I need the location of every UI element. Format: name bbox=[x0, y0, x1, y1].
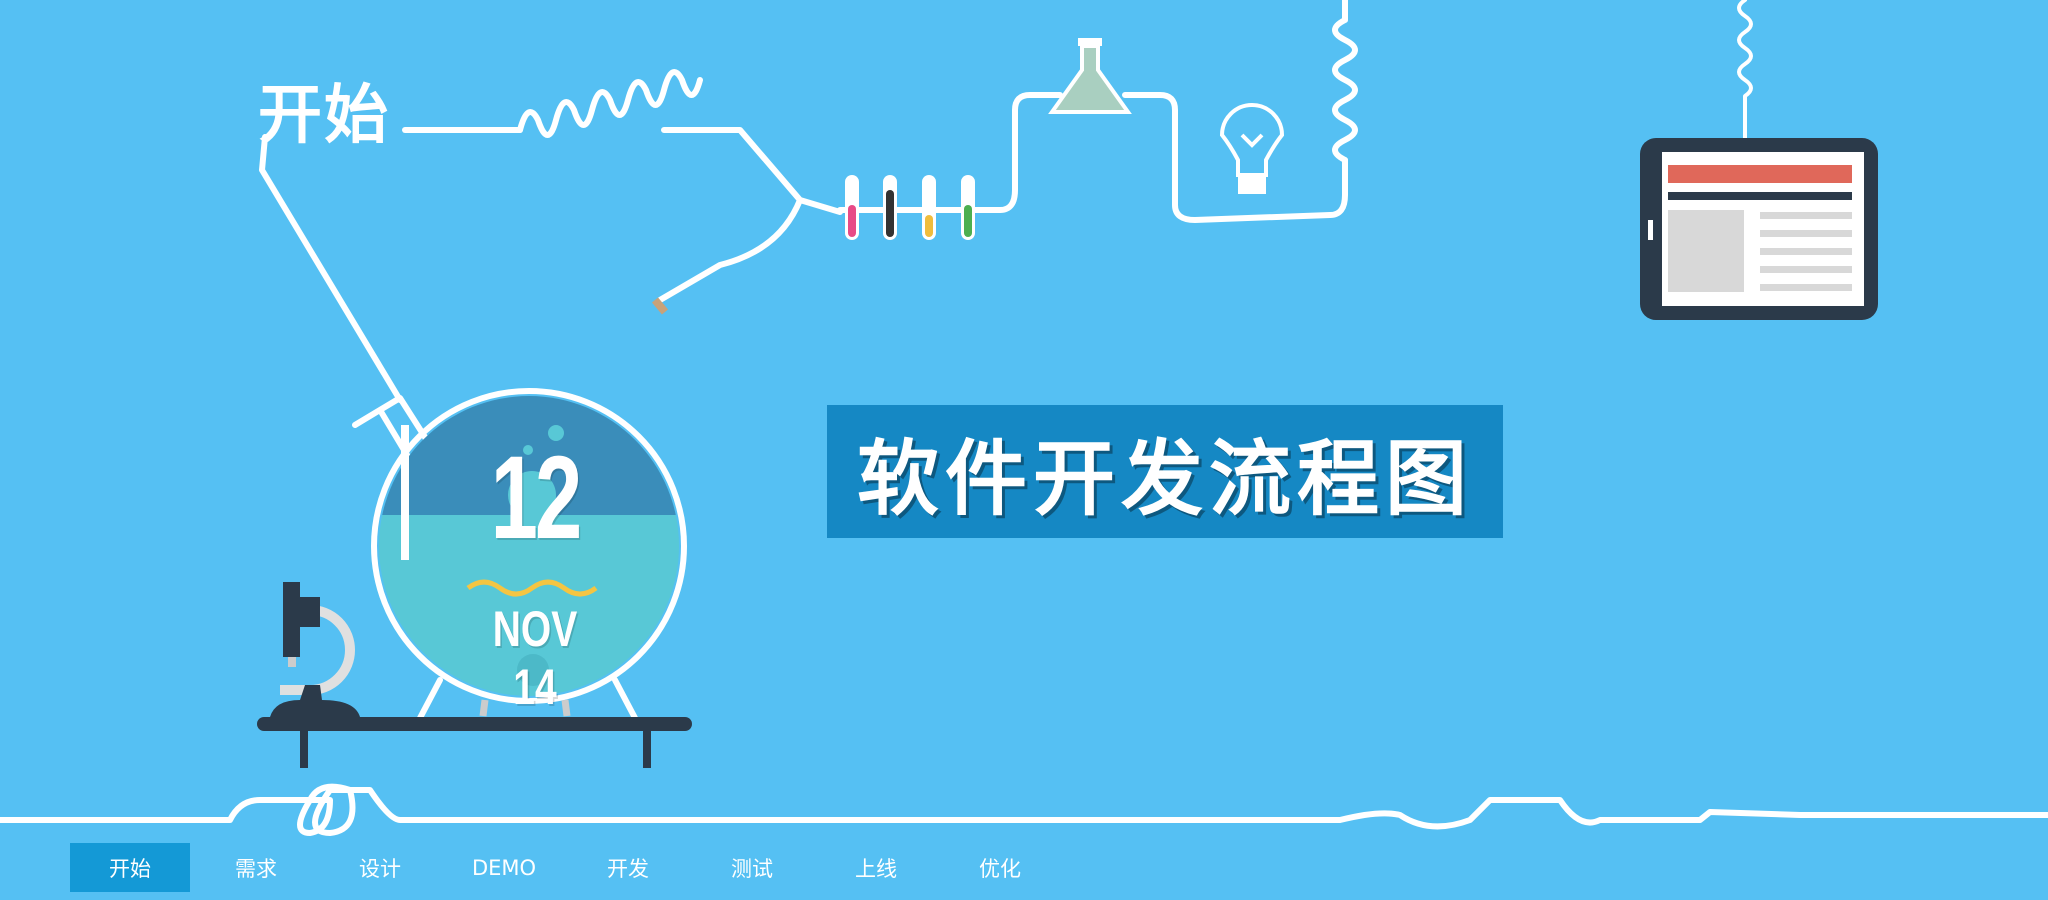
nav-item-launch[interactable]: 上线 bbox=[855, 856, 897, 881]
coil-2 bbox=[1332, 0, 1358, 163]
ground-line bbox=[0, 783, 2048, 836]
process-nav: 开始 需求 设计 DEMO 开发 测试 上线 优化 bbox=[70, 843, 1062, 892]
nav-item-start[interactable]: 开始 bbox=[70, 843, 190, 892]
pipe-branch bbox=[657, 197, 803, 303]
date-month-year: NOV 14 bbox=[492, 601, 578, 715]
erlenmeyer-flask-icon bbox=[1048, 38, 1132, 114]
lab-table bbox=[257, 717, 692, 731]
pipe-tubes bbox=[837, 92, 1063, 213]
start-label: 开始 bbox=[258, 79, 390, 153]
cork bbox=[651, 297, 669, 315]
date-day: 12 bbox=[490, 432, 583, 564]
lightbulb-icon bbox=[1219, 103, 1285, 194]
microscope-icon bbox=[270, 582, 360, 717]
page-title: 软件开发流程图 bbox=[856, 432, 1473, 527]
test-tubes bbox=[845, 175, 975, 240]
nav-item-development[interactable]: 开发 bbox=[607, 856, 649, 881]
coil-1 bbox=[517, 69, 703, 138]
nav-item-testing[interactable]: 测试 bbox=[731, 856, 773, 881]
page-title-banner: 软件开发流程图 bbox=[827, 405, 1503, 538]
hanging-wire bbox=[1737, 0, 1753, 140]
flask-leg bbox=[417, 677, 638, 721]
nav-item-optimize[interactable]: 优化 bbox=[979, 856, 1021, 881]
wave-line bbox=[466, 579, 598, 597]
nav-item-demo[interactable]: DEMO bbox=[471, 855, 537, 880]
flask-outline bbox=[371, 388, 687, 704]
pipe-to-flask bbox=[259, 134, 403, 403]
nav-item-requirements[interactable]: 需求 bbox=[235, 856, 277, 881]
tablet-icon bbox=[1640, 138, 1878, 320]
pipe-to-tubes bbox=[661, 127, 843, 215]
pipe-flask-bulb bbox=[1122, 92, 1348, 223]
nav-item-design[interactable]: 设计 bbox=[359, 856, 401, 881]
